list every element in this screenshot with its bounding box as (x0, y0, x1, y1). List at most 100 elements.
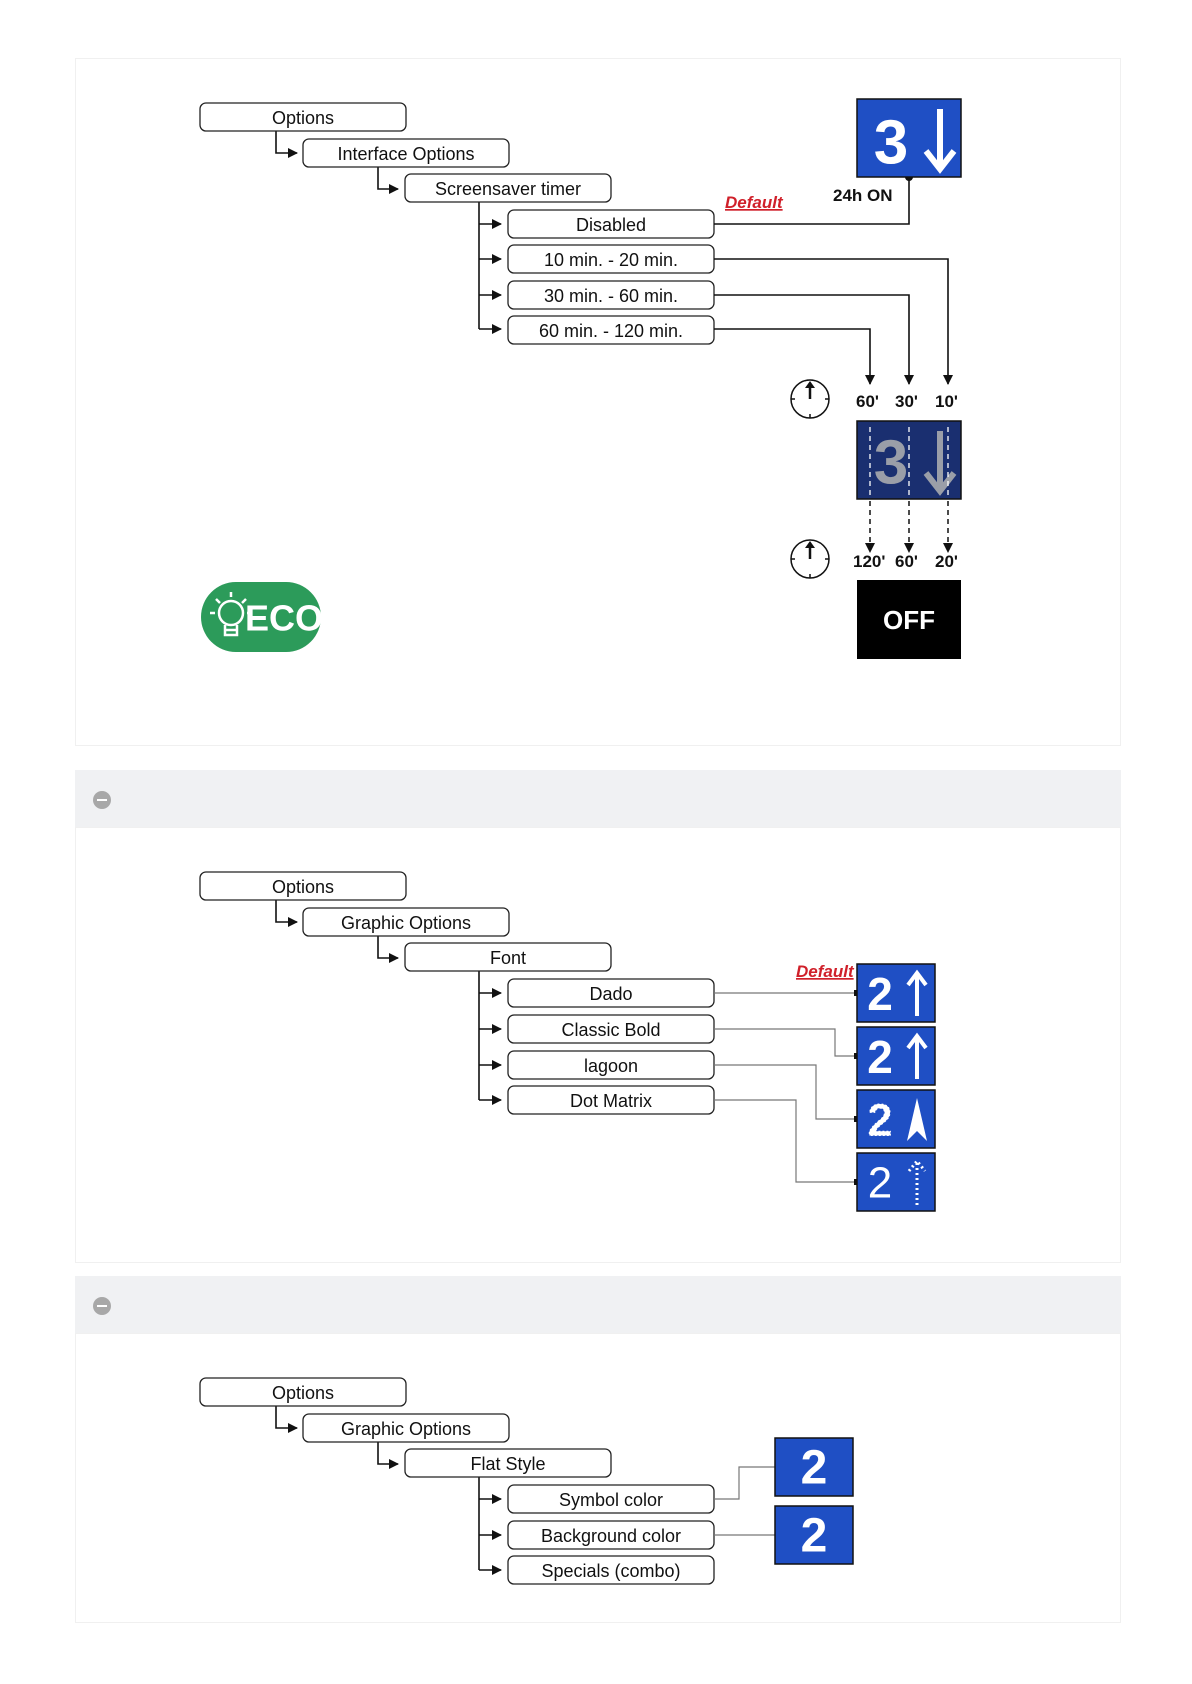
link-classic-bold (714, 1028, 857, 1057)
connector (275, 900, 298, 927)
tree-node-screensaver-timer[interactable]: Screensaver timer (404, 173, 612, 203)
option-symbol-color[interactable]: Symbol color (507, 1484, 715, 1514)
option-label: Background color (541, 1526, 681, 1546)
connector (377, 1442, 399, 1469)
dim-time-30: 30' (895, 392, 918, 411)
option-dot-matrix[interactable]: Dot Matrix (507, 1085, 715, 1115)
eco-badge: ECO (201, 582, 323, 652)
option-lagoon[interactable]: lagoon (507, 1050, 715, 1080)
clock-icon (790, 539, 830, 579)
option-label: Dot Matrix (570, 1091, 652, 1111)
option-background-color[interactable]: Background color (507, 1520, 715, 1550)
display-digit: 3 (874, 429, 908, 498)
node-label: Graphic Options (341, 1419, 471, 1439)
section-header-flat-style[interactable] (75, 1276, 1121, 1333)
option-disabled[interactable]: Disabled (507, 209, 715, 239)
display-dado: 2 (856, 963, 936, 1023)
disabled-link (714, 177, 910, 225)
collapse-toggle-icon[interactable] (93, 791, 111, 809)
display-classic-bold: 2 (856, 1026, 936, 1086)
dim-time-60: 60' (856, 392, 879, 411)
display-digit: 3 (874, 109, 908, 178)
option-label: Classic Bold (561, 1020, 660, 1040)
arrow-up-icon (906, 1032, 928, 1079)
link-symbol-color (714, 1466, 809, 1500)
default-label: Default (725, 193, 784, 212)
option-dado[interactable]: Dado (507, 978, 715, 1008)
option-classic-bold[interactable]: Classic Bold (507, 1014, 715, 1044)
link-60 (714, 328, 875, 385)
eco-label: ECO (245, 598, 323, 639)
font-diagram: Options Graphic Options Font Dado Classi… (199, 871, 936, 1212)
connector (275, 131, 298, 158)
dim-time-10: 10' (935, 392, 958, 411)
arrow-down-icon (923, 109, 957, 174)
connector (377, 167, 399, 194)
option-label: 30 min. - 60 min. (544, 286, 678, 306)
option-label: Disabled (576, 215, 646, 235)
arrow-up-icon (907, 1158, 927, 1205)
node-label: Font (490, 948, 526, 968)
tree-node-options[interactable]: Options (199, 102, 407, 132)
link-dot-matrix (714, 1099, 857, 1183)
display-digit: 2 (867, 1094, 893, 1146)
display-digit: 2 (868, 1159, 892, 1208)
display-on: 3 (856, 98, 962, 178)
display-digit: 2 (867, 968, 893, 1020)
display-symbol-color: 2 (774, 1437, 854, 1497)
link-10 (714, 258, 953, 385)
flat-style-diagram: Options Graphic Options Flat Style Symbo… (199, 1377, 854, 1585)
option-specials-combo[interactable]: Specials (combo) (507, 1555, 715, 1585)
screensaver-diagram: Options Interface Options Screensaver ti… (199, 98, 962, 659)
link-lagoon (714, 1064, 857, 1120)
tree-node-interface-options[interactable]: Interface Options (302, 138, 510, 168)
collapse-toggle-icon[interactable] (93, 1297, 111, 1315)
section-flat-style-panel: Options Graphic Options Flat Style Symbo… (75, 1333, 1121, 1623)
display-dimmed: 3 (856, 420, 962, 500)
clock-icon (790, 379, 830, 419)
section-screensaver-panel: Options Interface Options Screensaver ti… (75, 58, 1121, 746)
arrow-up-icon (907, 1098, 927, 1141)
option-label: Specials (combo) (541, 1561, 680, 1581)
display-dot-matrix: 2 (856, 1152, 936, 1212)
node-label: Interface Options (337, 144, 474, 164)
display-background-color: 2 (774, 1505, 854, 1565)
display-digit: 2 (801, 1510, 828, 1563)
lightbulb-icon (210, 592, 252, 637)
node-label: Options (272, 877, 334, 897)
connector (275, 1406, 298, 1433)
dim-to-off-links (869, 501, 949, 545)
display-off: OFF (857, 580, 961, 659)
tree-node-font[interactable]: Font (404, 942, 612, 972)
node-label: Screensaver timer (435, 179, 581, 199)
connector (377, 936, 399, 963)
off-label: OFF (883, 605, 935, 635)
option-label: Dado (589, 984, 632, 1004)
option-label: 60 min. - 120 min. (539, 321, 683, 341)
node-label: Options (272, 108, 334, 128)
off-time-20: 20' (935, 552, 958, 571)
tree-node-flat-style[interactable]: Flat Style (404, 1448, 612, 1478)
option-label: lagoon (584, 1056, 638, 1076)
tree-node-options[interactable]: Options (199, 871, 407, 901)
tree-node-graphic-options[interactable]: Graphic Options (302, 907, 510, 937)
option-60-120[interactable]: 60 min. - 120 min. (507, 315, 715, 345)
off-time-60: 60' (895, 552, 918, 571)
option-10-20[interactable]: 10 min. - 20 min. (507, 244, 715, 274)
tree-node-graphic-options[interactable]: Graphic Options (302, 1413, 510, 1443)
option-30-60[interactable]: 30 min. - 60 min. (507, 280, 715, 310)
node-label: Graphic Options (341, 913, 471, 933)
option-label: 10 min. - 20 min. (544, 250, 678, 270)
arrow-down-icon (923, 431, 957, 496)
node-label: Options (272, 1383, 334, 1403)
arrow-up-icon (906, 969, 928, 1016)
tree-node-options[interactable]: Options (199, 1377, 407, 1407)
on-label: 24h ON (833, 186, 893, 205)
option-label: Symbol color (559, 1490, 663, 1510)
node-label: Flat Style (470, 1454, 545, 1474)
link-30 (714, 294, 914, 385)
display-digit: 2 (801, 1442, 828, 1495)
off-time-120: 120' (853, 552, 885, 571)
default-label: Default (796, 962, 855, 981)
section-header-font[interactable] (75, 770, 1121, 827)
